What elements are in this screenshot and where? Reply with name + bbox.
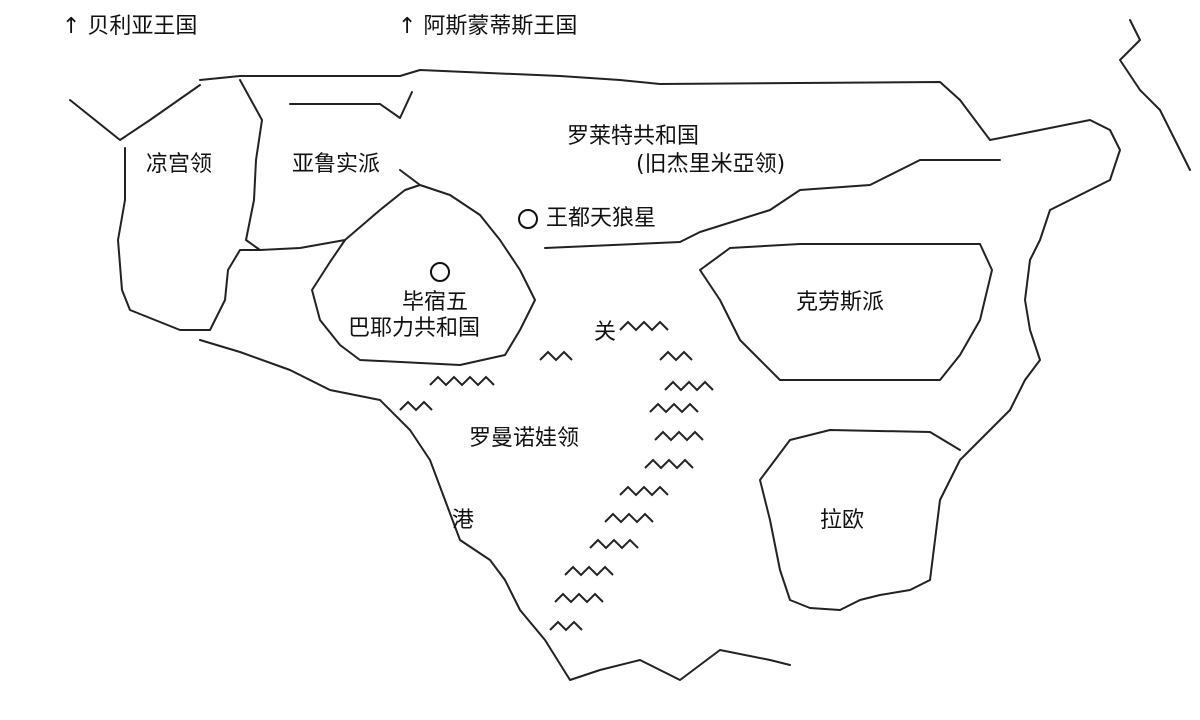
label-romanov: 罗曼诺娃领 <box>469 426 580 451</box>
label-port: 港 <box>452 508 475 533</box>
central-line <box>399 169 421 186</box>
label-klaus: 克劳斯派 <box>796 290 885 315</box>
label-pass: 关 <box>594 320 617 345</box>
label-lorraine-subtitle: (旧杰里米亞领) <box>636 152 786 177</box>
northwest-connector <box>69 84 201 141</box>
label-barnard-republic: 巴耶力共和国 <box>348 316 481 341</box>
label-belia-kingdom: ↑ 贝利亚王国 <box>62 14 198 39</box>
label-bisuwu: 毕宿五 <box>402 290 469 315</box>
barnard-border <box>311 184 536 366</box>
label-lorraine-republic: 罗莱特共和国 <box>567 124 700 149</box>
capital-circle-icon <box>518 209 538 229</box>
capital-line <box>544 159 1001 249</box>
label-liangong: 凉宫领 <box>146 152 213 177</box>
label-asmondius-kingdom: ↑ 阿斯蒙蒂斯王国 <box>398 14 578 39</box>
yalu-border <box>239 79 263 251</box>
label-yalu: 亚鲁实派 <box>292 152 381 177</box>
mountain-range <box>399 320 714 632</box>
southwest-coast <box>199 339 791 681</box>
yalu-top <box>289 91 413 119</box>
north-border <box>199 69 961 101</box>
east-border <box>759 99 1121 611</box>
northeast-border <box>1119 19 1191 171</box>
city-circle-icon <box>430 262 450 282</box>
capital-marker-group: 王都天狼星 <box>518 206 656 232</box>
label-capital: 王都天狼星 <box>546 206 657 231</box>
label-lao: 拉欧 <box>820 508 865 533</box>
klaus-border <box>699 243 993 381</box>
